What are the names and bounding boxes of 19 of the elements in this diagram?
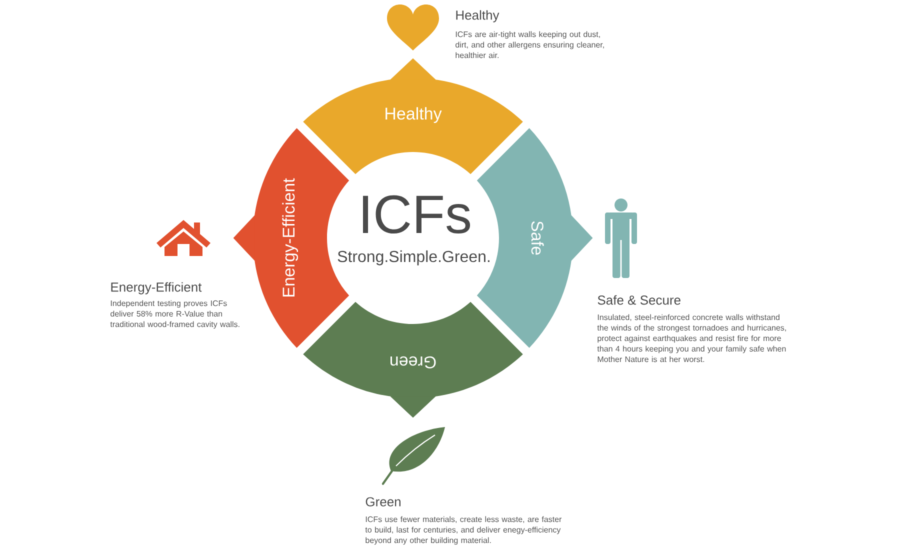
title: ICFs — [363, 195, 470, 234]
heart-icon — [387, 4, 439, 50]
pointer-arrow — [390, 58, 436, 80]
pointer-arrow — [571, 215, 593, 261]
ring-segment: Healthy — [303, 78, 523, 174]
description: ICFs are air-tight walls keeping out dust, dirt, and other allergens ensuring cleaner, healthier air. — [456, 31, 604, 58]
leaf-icon — [382, 427, 445, 485]
description: ICFs use fewer materials, create less waste, are faster to build, last for centuries, and deliver enegy-efficiency beyond any other building material. — [365, 516, 562, 545]
pointer-arrow — [390, 396, 436, 418]
heading: Safe & Secure — [598, 295, 680, 305]
description: Independent testing proves ICFs deliver 58% more R-Value than traditional wood-framed cavity walls. — [110, 300, 240, 329]
pointer-arrow — [233, 215, 255, 261]
heading: Healthy — [456, 10, 500, 22]
heading: Energy-Efficient — [111, 282, 202, 294]
person-icon — [605, 198, 637, 278]
description: Insulated, steel-reinforced concrete walls withstand the winds of the strongest tornadoes and hurricanes, protect against earthquakes and resist fire for more than 4 hours keeping you and your family safe when Mother Nature is at her worst. — [597, 314, 786, 362]
heading: Green — [366, 497, 400, 506]
house-icon — [156, 220, 210, 256]
ring-segment: Green — [303, 302, 523, 398]
